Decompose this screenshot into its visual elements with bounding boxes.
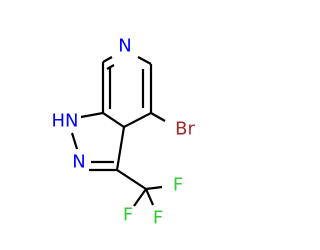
- bond-c4-br: [150, 112, 166, 122]
- atom-br: Br: [175, 119, 195, 140]
- bond-n6-c5: [137, 56, 152, 65]
- bond-c4-c3a: [123, 112, 152, 128]
- bond-cf3-f-bottom: [144, 188, 155, 206]
- bond-cf3-f-right: [145, 185, 163, 191]
- bond-c7-n6-double-outer: [102, 56, 113, 63]
- structure-canvas: N HN N Br F F F: [52, 36, 196, 229]
- atom-f-bottom: F: [153, 208, 163, 229]
- atom-f-right: F: [173, 175, 183, 196]
- bond-cf3-f-left: [133, 188, 147, 207]
- atom-f-left: F: [123, 205, 133, 226]
- bond-n1-n2: [70, 132, 79, 150]
- bond-c7a-n1: [80, 111, 104, 119]
- bond-c3-cf3: [116, 169, 147, 190]
- atom-n-pyridine: N: [118, 36, 131, 57]
- bond-c3-c3a: [115, 126, 126, 171]
- atom-n-pyrazole: N: [72, 152, 85, 173]
- molecule-structure: N HN N Br F F F: [52, 36, 196, 229]
- atom-nh: HN: [52, 111, 79, 132]
- bond-c3a-c7a: [102, 112, 125, 128]
